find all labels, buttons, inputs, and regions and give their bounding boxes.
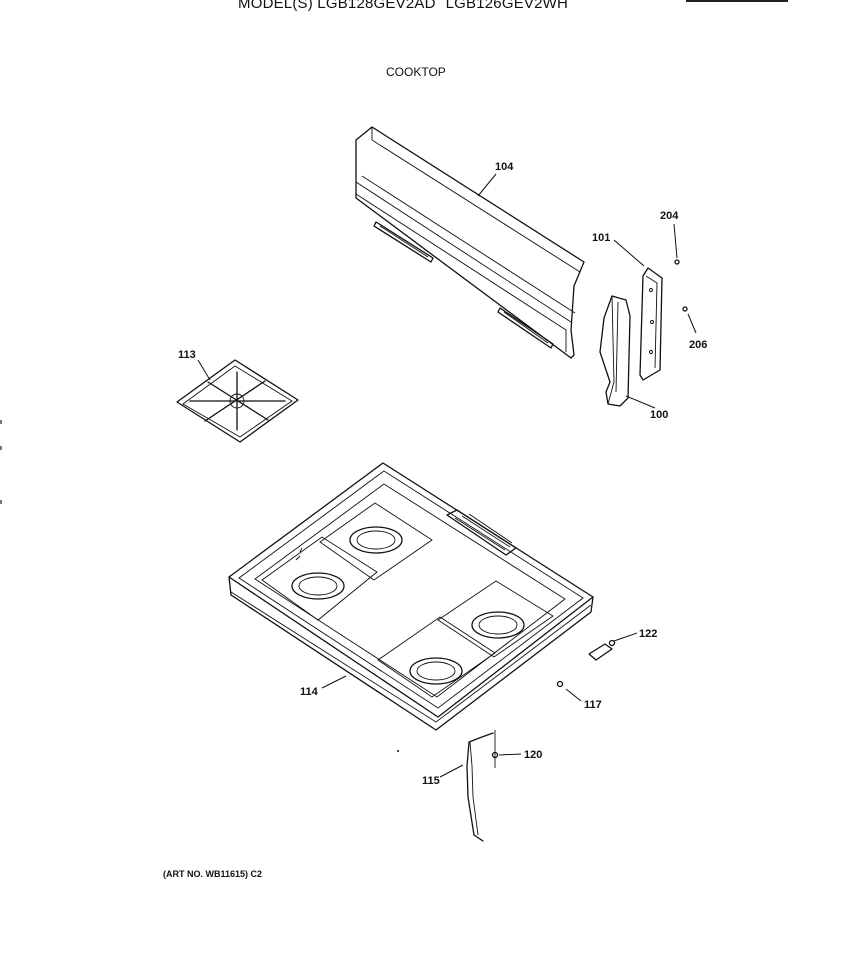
screw-206 — [682, 306, 688, 312]
callout-120: 120 — [524, 749, 542, 761]
callout-206: 206 — [689, 339, 707, 351]
top-rule — [686, 0, 788, 2]
support-rod-115 — [466, 732, 494, 842]
screw-120 — [491, 730, 499, 768]
callout-117: 117 — [584, 699, 602, 711]
cooktop-114 — [228, 462, 594, 731]
stray-mark — [397, 750, 399, 752]
backguard-panel — [355, 126, 585, 359]
callout-104: 104 — [495, 161, 514, 173]
edge-mark — [0, 420, 2, 424]
end-cap-100 — [599, 295, 631, 407]
model-header: MODEL(S) LGB128GEV2AD LGB126GEV2WH — [238, 0, 568, 12]
edge-mark — [0, 446, 2, 450]
art-number: (ART NO. WB11615) C2 — [163, 869, 263, 879]
callout-114: 114 — [300, 686, 319, 698]
callout-122: 122 — [639, 628, 657, 640]
burner-grate-113 — [176, 359, 299, 443]
model-label-2: LGB126GEV2WH — [445, 0, 569, 12]
model-label: MODEL(S) LGB128GEV2AD — [238, 0, 436, 12]
edge-mark — [0, 500, 2, 504]
screw-204 — [674, 259, 680, 265]
callout-100: 100 — [650, 409, 668, 421]
callout-204: 204 — [660, 210, 679, 222]
callout-101: 101 — [592, 232, 610, 244]
section-title: COOKTOP — [386, 65, 446, 79]
callout-115: 115 — [422, 775, 440, 787]
clip-122 — [588, 639, 616, 661]
screw-117 — [556, 680, 564, 688]
callout-113: 113 — [178, 349, 196, 361]
side-trim-101 — [639, 267, 663, 381]
leader-lines — [197, 173, 697, 778]
